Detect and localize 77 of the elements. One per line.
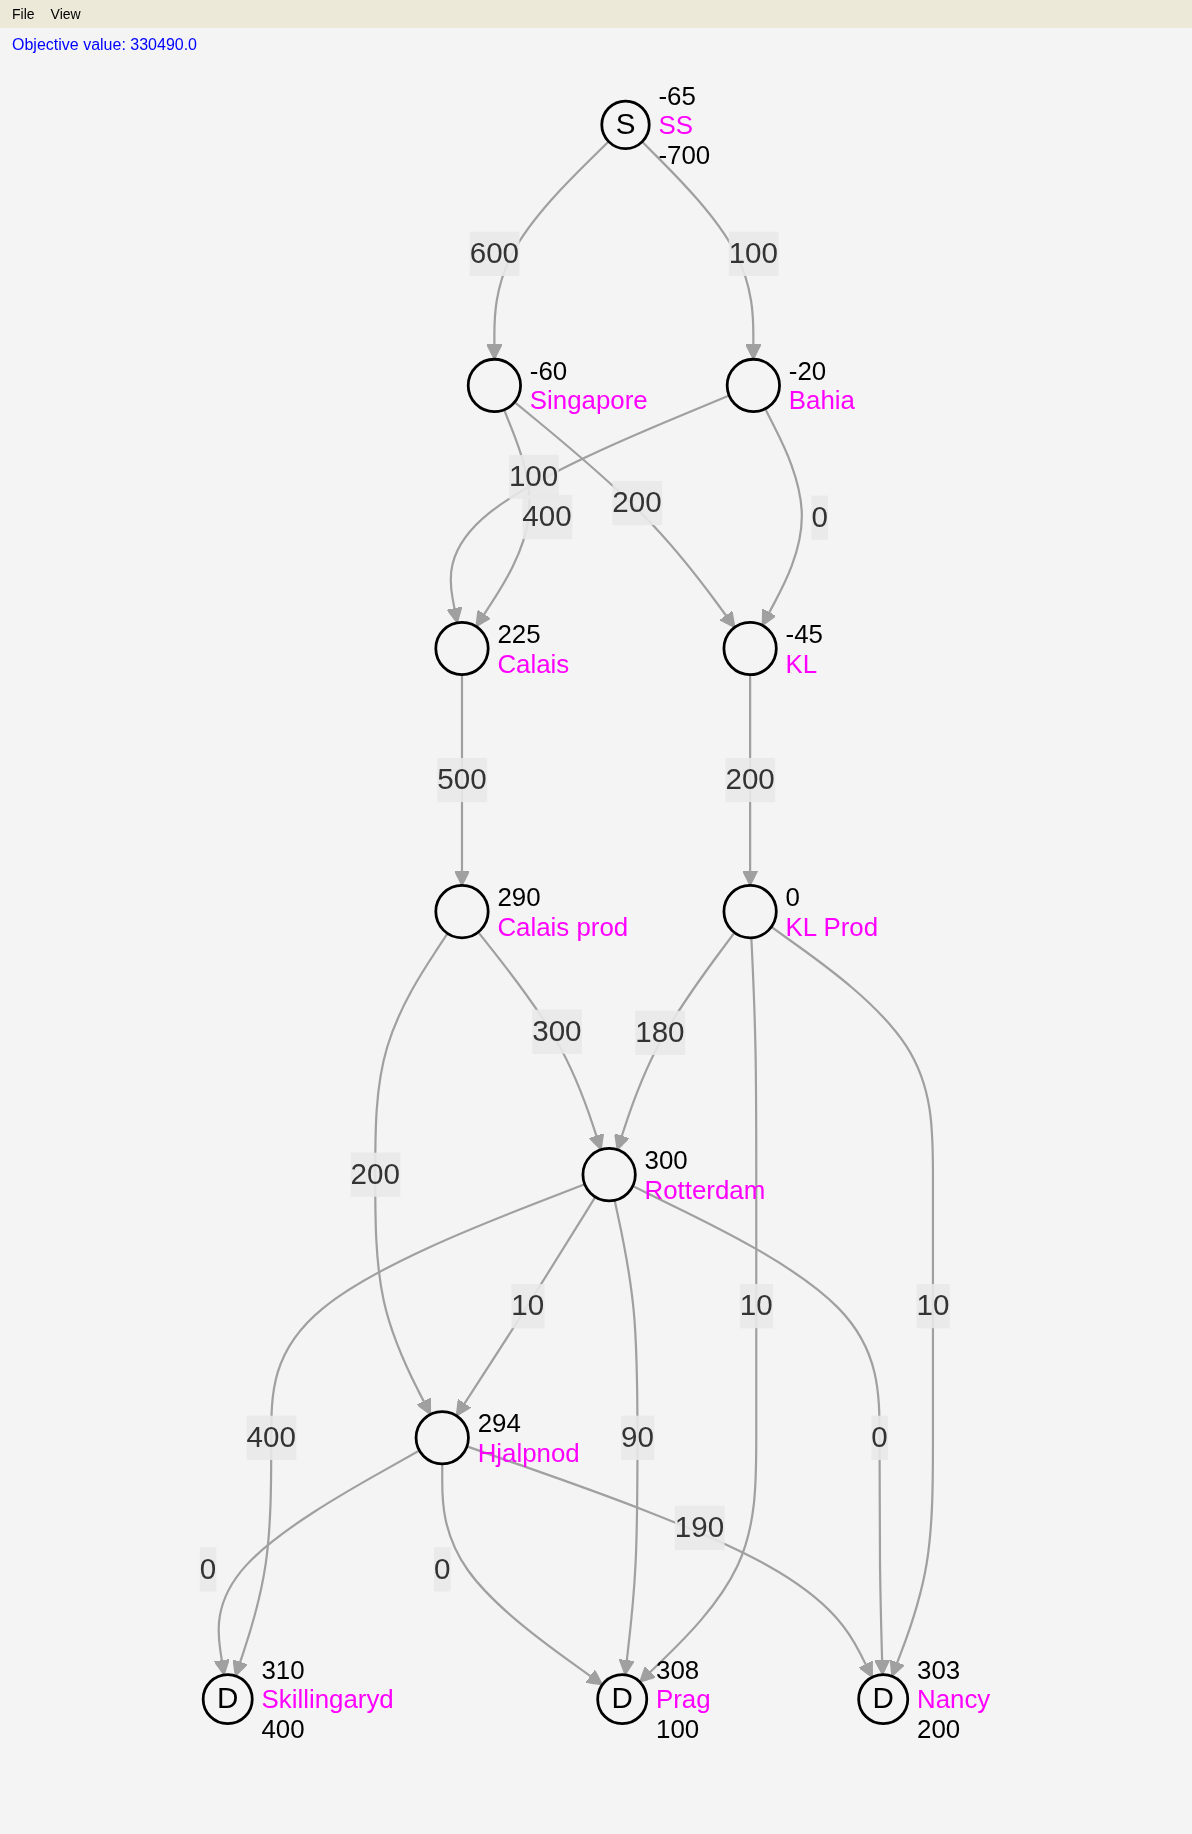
node-circle: S: [600, 99, 651, 150]
edge-label: 0: [871, 1421, 888, 1453]
node-name: KL: [785, 649, 818, 678]
node-circle: D: [201, 1673, 254, 1726]
node-value: 308: [656, 1655, 700, 1684]
node-circle: [434, 884, 490, 940]
node-circle: [581, 1147, 637, 1203]
arrow: [374, 932, 449, 1416]
edge-label: 200: [725, 763, 775, 795]
edge-label: 100: [508, 460, 559, 492]
edge-label: 400: [246, 1421, 296, 1453]
edge-label: 200: [612, 486, 662, 518]
node-name: Nancy: [917, 1685, 991, 1714]
node-value: 0: [785, 883, 800, 912]
node-value: 290: [497, 883, 541, 912]
arrow: [614, 931, 736, 1151]
node-value: -60: [529, 356, 568, 385]
arrow: [770, 926, 935, 1677]
arrow: [761, 408, 803, 627]
edge-label: 600: [469, 237, 520, 269]
arrow: [513, 401, 736, 629]
node-circle: [434, 620, 490, 677]
arrow: [441, 1463, 604, 1686]
edge-label: 190: [674, 1511, 725, 1543]
node-value: -65: [658, 81, 696, 110]
node-circle: [414, 1410, 470, 1466]
arrow: [466, 1445, 873, 1678]
node-value: -20: [788, 356, 827, 385]
arrow: [455, 1196, 597, 1417]
node-name: KL Prod: [785, 912, 879, 941]
edge-label: 90: [621, 1421, 654, 1453]
edge-label: 400: [522, 500, 572, 532]
node-circle: [722, 620, 778, 677]
node-value: 200: [917, 1714, 961, 1743]
node-name: Calais prod: [497, 912, 629, 941]
arrow: [477, 931, 605, 1151]
edge-label: 300: [532, 1015, 582, 1047]
node-circle: [722, 884, 778, 940]
arrow: [213, 1449, 420, 1676]
node-value: -700: [658, 140, 711, 169]
arrow: [232, 1183, 586, 1677]
menu-item: View: [50, 6, 81, 22]
node-value: 303: [917, 1655, 961, 1684]
edge-label: 200: [350, 1158, 400, 1190]
edge-label: 0: [811, 501, 828, 533]
menu-item: File: [12, 6, 35, 22]
node-name: Calais: [497, 649, 570, 678]
node-circle: D: [857, 1673, 910, 1726]
node-circle: [466, 357, 522, 413]
node-value: 400: [261, 1714, 305, 1743]
edge-label: 0: [434, 1552, 451, 1585]
node-name: Prag: [656, 1685, 711, 1714]
edge-label: 0: [199, 1552, 217, 1585]
node-name: Bahia: [788, 386, 855, 415]
edge-label: 100: [728, 237, 779, 269]
node-value: -45: [785, 619, 823, 648]
node-name: Singapore: [529, 386, 648, 415]
objective-value: Objective value: 330490.0: [12, 36, 197, 53]
node-value: 100: [656, 1714, 700, 1743]
node-name: SS: [658, 111, 693, 140]
node-name: Rotterdam: [644, 1175, 766, 1204]
node-circle: D: [596, 1673, 649, 1726]
edge-label: 180: [635, 1016, 685, 1048]
node-value: 310: [261, 1655, 305, 1684]
node-name: Hjalpnod: [477, 1438, 580, 1467]
edge-label: 10: [739, 1289, 773, 1321]
node-name: Skillingaryd: [261, 1685, 394, 1714]
arrow: [639, 937, 758, 1683]
arrow: [446, 394, 730, 624]
node-value: 225: [497, 619, 541, 648]
node-circle: [725, 357, 781, 413]
edge-label: 500: [437, 763, 487, 795]
node-value: 300: [644, 1146, 688, 1175]
node-value: 294: [477, 1409, 521, 1438]
arrow: [613, 1200, 639, 1676]
edge-label: 10: [511, 1289, 545, 1321]
edge-label: 10: [916, 1289, 950, 1321]
